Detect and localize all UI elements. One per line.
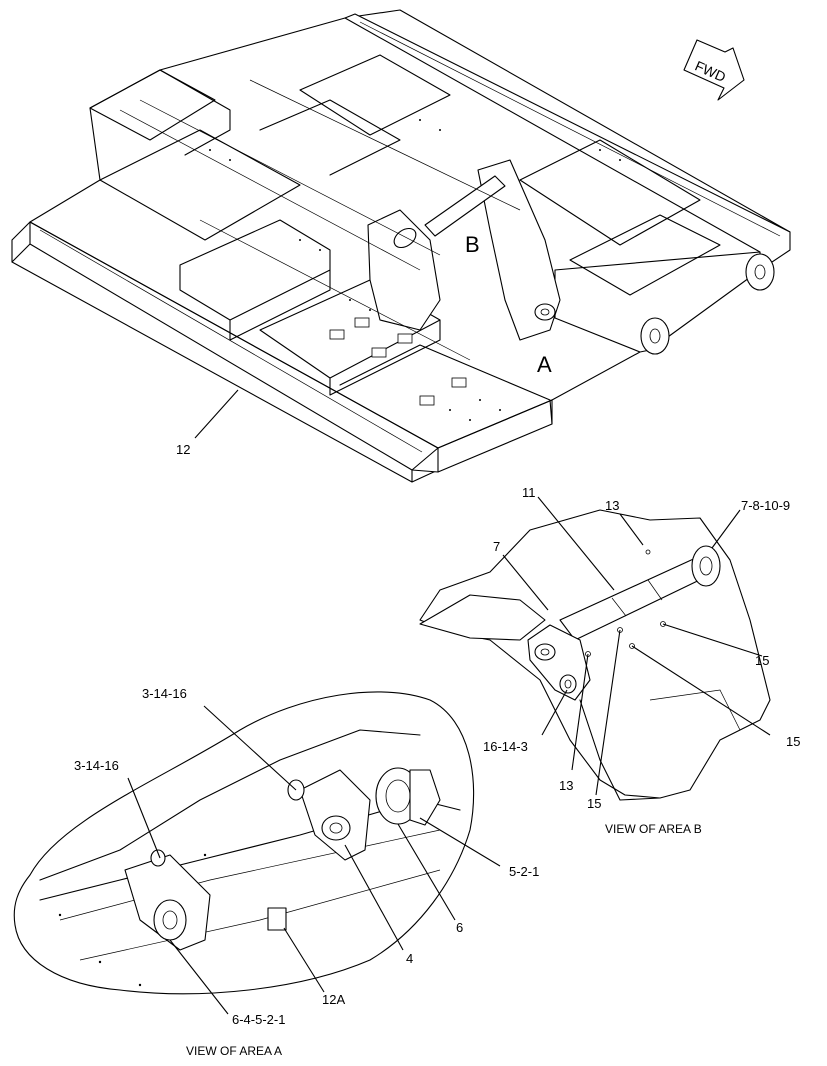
area-a-detail-bubble	[13, 691, 475, 995]
callout-3-14-16-top: 3-14-16	[142, 686, 187, 701]
fwd-direction-arrow: FWD	[683, 39, 745, 101]
area-label-b: B	[465, 232, 480, 257]
callout-11: 11	[522, 485, 536, 500]
boom-support-left	[367, 209, 441, 331]
callout-12: 12	[176, 442, 190, 457]
rivet-dots	[209, 119, 621, 421]
callout-16-14-3: 16-14-3	[483, 739, 528, 754]
area-a-leaders	[127, 705, 501, 1015]
area-b-leaders	[502, 496, 771, 796]
callout-6-4-5-2-1: 6-4-5-2-1	[232, 1012, 285, 1027]
callout-12a: 12A	[322, 992, 345, 1007]
callout-7-8-10-9: 7-8-10-9	[741, 498, 790, 513]
main-frame-view: FWD B A 12	[11, 9, 791, 483]
area-a-link-right	[299, 769, 371, 861]
callout-13-top: 13	[605, 498, 619, 513]
caption-view-area-a: VIEW OF AREA A	[186, 1044, 282, 1058]
area-label-a: A	[537, 352, 552, 377]
caption-view-area-b: VIEW OF AREA B	[605, 822, 702, 836]
view-area-b: 11 13 7-8-10-9 7 15 15 16-14-3 13 15 VIE…	[419, 485, 800, 836]
callout-13-bottom: 13	[559, 778, 573, 793]
area-b-plate	[419, 509, 771, 799]
callout-15-right-lower: 15	[786, 734, 800, 749]
left-rear-endcap	[411, 399, 553, 473]
callout-4: 4	[406, 951, 413, 966]
area-a-block-12a	[267, 907, 287, 931]
rear-plate-holes	[329, 317, 467, 406]
callout-12-leader	[194, 389, 239, 439]
callout-7: 7	[493, 539, 500, 554]
boom-support-right	[477, 159, 561, 341]
callout-5-2-1: 5-2-1	[509, 864, 539, 879]
cross-shaft	[424, 175, 506, 237]
callout-3-14-16-left: 3-14-16	[74, 758, 119, 773]
callout-6: 6	[456, 920, 463, 935]
callout-15-bottom: 15	[587, 796, 601, 811]
callout-15-right-upper: 15	[755, 653, 769, 668]
view-area-a: 3-14-16 3-14-16 5-2-1 6 4 12A 6-4-5-2-1 …	[13, 686, 539, 1058]
